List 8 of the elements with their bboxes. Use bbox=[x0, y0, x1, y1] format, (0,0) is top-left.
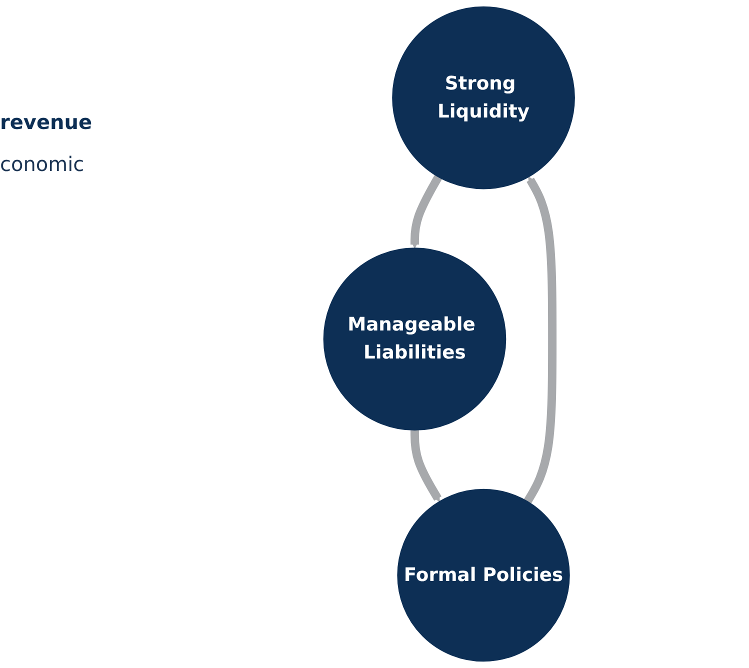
arrow bbox=[410, 174, 442, 248]
arrow bbox=[410, 430, 442, 502]
node-circle: Manageable Liabilities bbox=[324, 248, 507, 431]
node-circle: Formal Policies bbox=[398, 488, 570, 662]
note-text: revenue bbox=[0, 110, 94, 134]
note-text: conomic bbox=[0, 152, 86, 176]
arrow bbox=[524, 176, 557, 504]
node-circle: Strong Liquidity bbox=[392, 6, 576, 190]
